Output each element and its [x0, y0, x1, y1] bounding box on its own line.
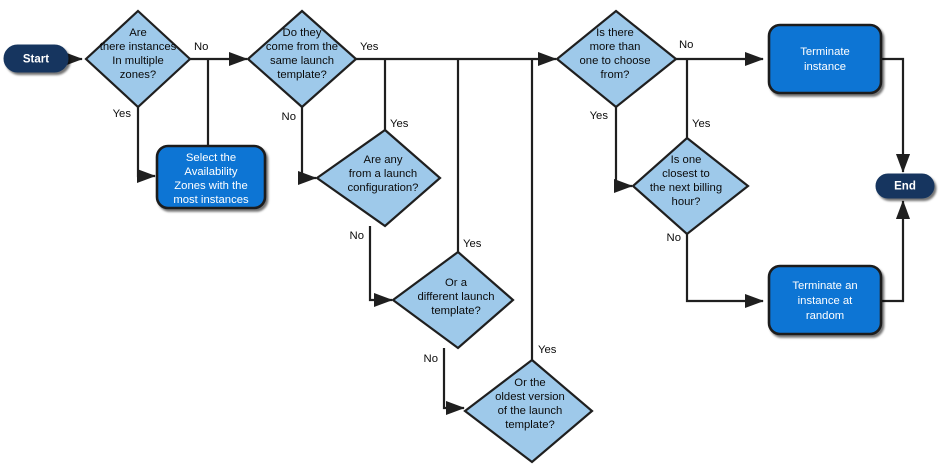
node-d6-more-than-one[interactable]: Is there more than one to choose from? [555, 9, 678, 109]
d5-line-1: Or the [514, 377, 545, 389]
p2-process-shape [767, 23, 883, 95]
node-d3-launch-configuration[interactable]: Are any from a launch configuration? [315, 128, 442, 228]
d6-line-3: one to choose [580, 55, 651, 67]
d1-line-2: there instances [100, 41, 177, 53]
d6-line-2: more than [590, 41, 641, 53]
label-d4-yes: Yes [463, 238, 482, 250]
edge-p3-to-end [881, 200, 911, 303]
node-d5-oldest-version[interactable]: Or the oldest version of the launch temp… [463, 358, 594, 464]
label-d1-yes: Yes [113, 108, 132, 120]
d2-diamond-shape [246, 9, 358, 109]
d1-line-4: zones? [120, 69, 156, 81]
d5-diamond-shape [463, 358, 594, 464]
p1-line-3: Zones with the [174, 180, 247, 192]
edge-p2-to-end [881, 57, 911, 173]
edge-labels: No Yes Yes No Yes No Yes No Yes No Yes Y… [113, 39, 711, 365]
d5-line-4: template? [505, 419, 555, 431]
d4-diamond-shape [391, 250, 515, 350]
p1-line-2: Availability [184, 166, 238, 178]
d4-line-3: template? [431, 305, 481, 317]
edge-d1-yes-to-p1 [136, 107, 156, 184]
node-d7-closest-billing-hour[interactable]: Is one closest to the next billing hour? [631, 136, 750, 236]
d2-line-4: template? [277, 69, 327, 81]
d3-diamond-shape [315, 128, 442, 228]
end-label: End [894, 181, 916, 193]
end-terminator-shape [875, 173, 935, 199]
node-p1-select-az[interactable]: Select the Availability Zones with the m… [155, 144, 267, 210]
p3-process-shape [767, 264, 883, 336]
d7-line-1: Is one [671, 154, 702, 166]
d6-line-4: from? [601, 69, 630, 81]
p1-line-4: most instances [173, 194, 249, 206]
node-end[interactable]: End [875, 173, 935, 199]
label-d2-yes: Yes [360, 41, 379, 53]
d4-line-1: Or a [445, 277, 468, 289]
d7-line-3: the next billing [650, 182, 722, 194]
d6-line-1: Is there [596, 27, 634, 39]
p2-line-2: instance [804, 61, 846, 73]
d3-line-1: Are any [364, 154, 403, 166]
p3-line-3: random [806, 310, 844, 322]
d6-diamond-shape [555, 9, 678, 109]
label-d7-yes: Yes [692, 118, 711, 130]
start-label: Start [23, 54, 49, 66]
label-d1-no: No [194, 41, 208, 53]
p2-line-1: Terminate [800, 46, 850, 58]
d2-line-3: same launch [270, 55, 334, 67]
node-d2-same-launch-template[interactable]: Do they come from the same launch templa… [246, 9, 358, 109]
d3-line-3: configuration? [348, 182, 419, 194]
node-d1-multiple-zones[interactable]: Are there instances In multiple zones? [84, 9, 192, 109]
edge-d7-no-to-p3 [685, 234, 764, 309]
d5-line-2: oldest version [495, 391, 565, 403]
d1-diamond-shape [84, 9, 192, 109]
label-d7-no: No [667, 232, 681, 244]
node-p2-terminate-instance[interactable]: Terminate instance [767, 23, 883, 95]
d3-line-2: from a launch [349, 168, 417, 180]
node-start[interactable]: Start [3, 44, 69, 73]
label-d4-no: No [424, 353, 438, 365]
edge-d2-no-to-d3 [297, 107, 317, 186]
p3-line-1: Terminate an [792, 280, 857, 292]
edge-d6-yes-to-d7 [613, 107, 633, 194]
d7-line-2: closest to [662, 168, 710, 180]
label-d2-no: No [282, 111, 296, 123]
d7-diamond-shape [631, 136, 750, 236]
edge-d4-no-to-d5 [442, 348, 465, 416]
p1-process-shape [155, 144, 267, 210]
label-d3-yes: Yes [390, 118, 409, 130]
d7-line-4: hour? [672, 196, 701, 208]
start-terminator-shape [3, 44, 69, 73]
p1-line-1: Select the [186, 152, 236, 164]
d5-line-3: of the launch [498, 405, 563, 417]
label-d6-yes: Yes [590, 110, 609, 122]
label-d3-no: No [350, 230, 364, 242]
d1-line-3: In multiple [112, 55, 164, 67]
p3-line-2: instance at [798, 295, 853, 307]
edge-d3-no-to-d4 [368, 226, 393, 308]
d1-line-1: Are [129, 27, 147, 39]
label-d6-no: No [679, 39, 693, 51]
node-d4-different-launch-template[interactable]: Or a different launch template? [391, 250, 515, 350]
d4-line-2: different launch [417, 291, 494, 303]
node-p3-terminate-random[interactable]: Terminate an instance at random [767, 264, 883, 336]
connectors [63, 51, 911, 416]
d2-line-2: come from the [266, 41, 338, 53]
label-d5-yes: Yes [538, 344, 557, 356]
d2-line-1: Do they [283, 27, 322, 39]
